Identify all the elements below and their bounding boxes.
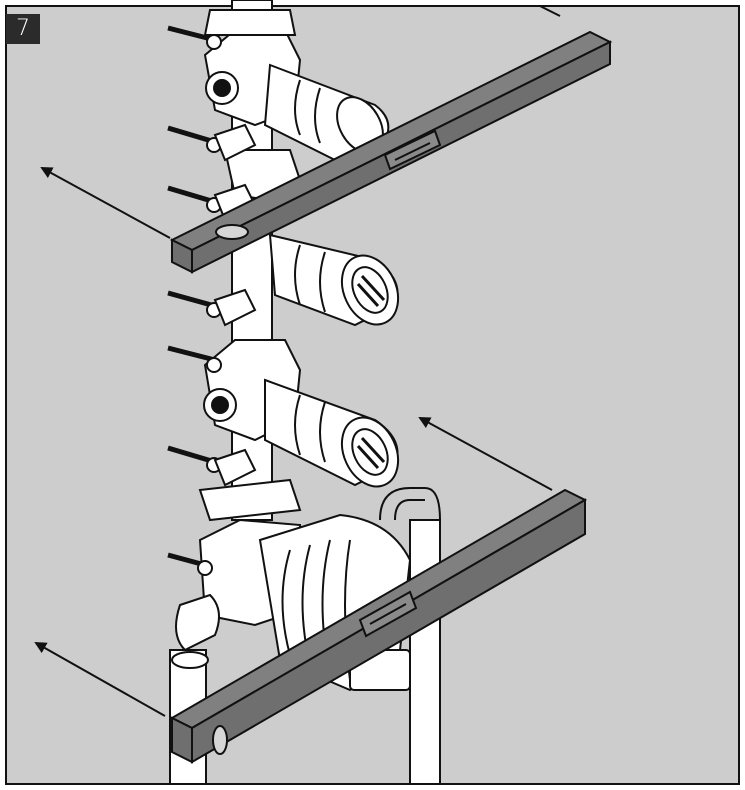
step-number-badge: 7 (6, 14, 40, 44)
spirit-level-lower (169, 488, 588, 764)
direction-arrows (34, 5, 561, 717)
arrow-left-up-icon (40, 167, 171, 239)
spirit-level-upper (169, 30, 613, 274)
valve-body-top (203, 9, 390, 167)
valve-body-third (203, 339, 400, 488)
arrow-left-up-icon (34, 642, 166, 717)
arrow-left-up-icon (418, 417, 553, 491)
